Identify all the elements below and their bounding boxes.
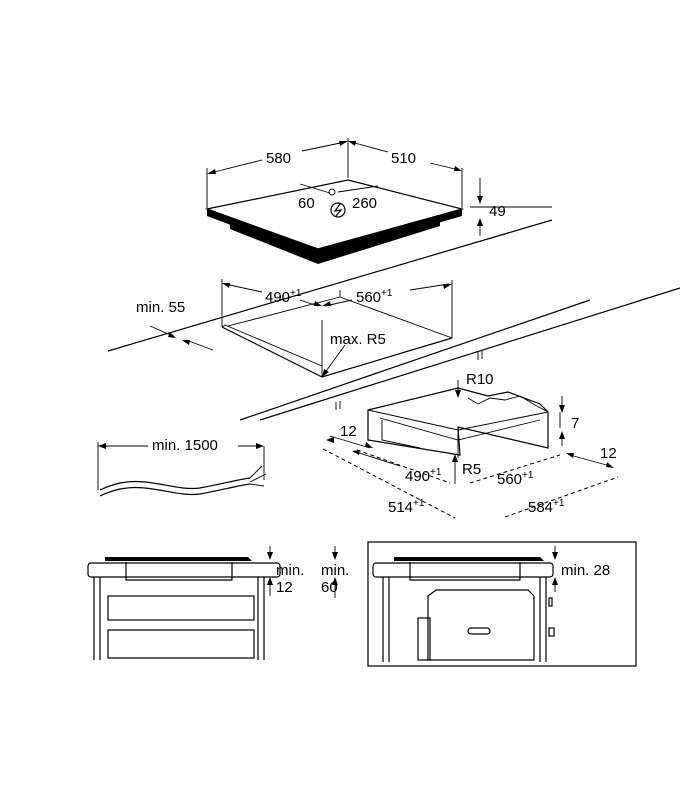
max-corner-radius-label: max. R5	[330, 331, 386, 348]
frame-illustration	[322, 380, 619, 519]
connection-offset-label: 60	[298, 195, 315, 212]
frame-inner-width-label: 490+1	[405, 467, 442, 485]
frame-inner-depth-label: 560+1	[497, 470, 534, 488]
left-gap-value-2: 60	[321, 579, 338, 596]
side-view-oven	[367, 541, 637, 667]
cable-illustration	[97, 442, 267, 497]
side-view-drawers	[87, 546, 338, 660]
cutout-width-label: 490+1	[265, 288, 302, 306]
min-edge-distance-label: min. 55	[136, 299, 185, 316]
frame-outer-radius-label: R10	[466, 371, 494, 388]
frame-inner-radius-label: R5	[462, 461, 481, 478]
right-gap-label: min. 28	[561, 562, 610, 579]
frame-top-rim-label: 7	[571, 415, 579, 432]
cable-min-length-label: min. 1500	[152, 437, 218, 454]
power-connection-icon	[330, 202, 346, 218]
hob-width-label: 580	[266, 150, 291, 167]
worktop-cutout	[107, 219, 681, 421]
frame-right-rim-label: 12	[600, 445, 617, 462]
left-gap-value-1: 12	[276, 579, 293, 596]
frame-outer-depth-label: 584+1	[528, 498, 565, 516]
cutout-depth-label: 560+1	[356, 288, 393, 306]
left-gap-label-1: min.	[276, 562, 304, 579]
hob-depth-label: 510	[391, 150, 416, 167]
frame-left-rim-label: 12	[340, 423, 357, 440]
hob-illustration	[204, 138, 552, 264]
hob-height-label: 49	[489, 203, 506, 220]
left-gap-label-2: min.	[321, 562, 349, 579]
connection-depth-label: 260	[352, 195, 377, 212]
frame-outer-width-label: 514+1	[388, 498, 425, 516]
